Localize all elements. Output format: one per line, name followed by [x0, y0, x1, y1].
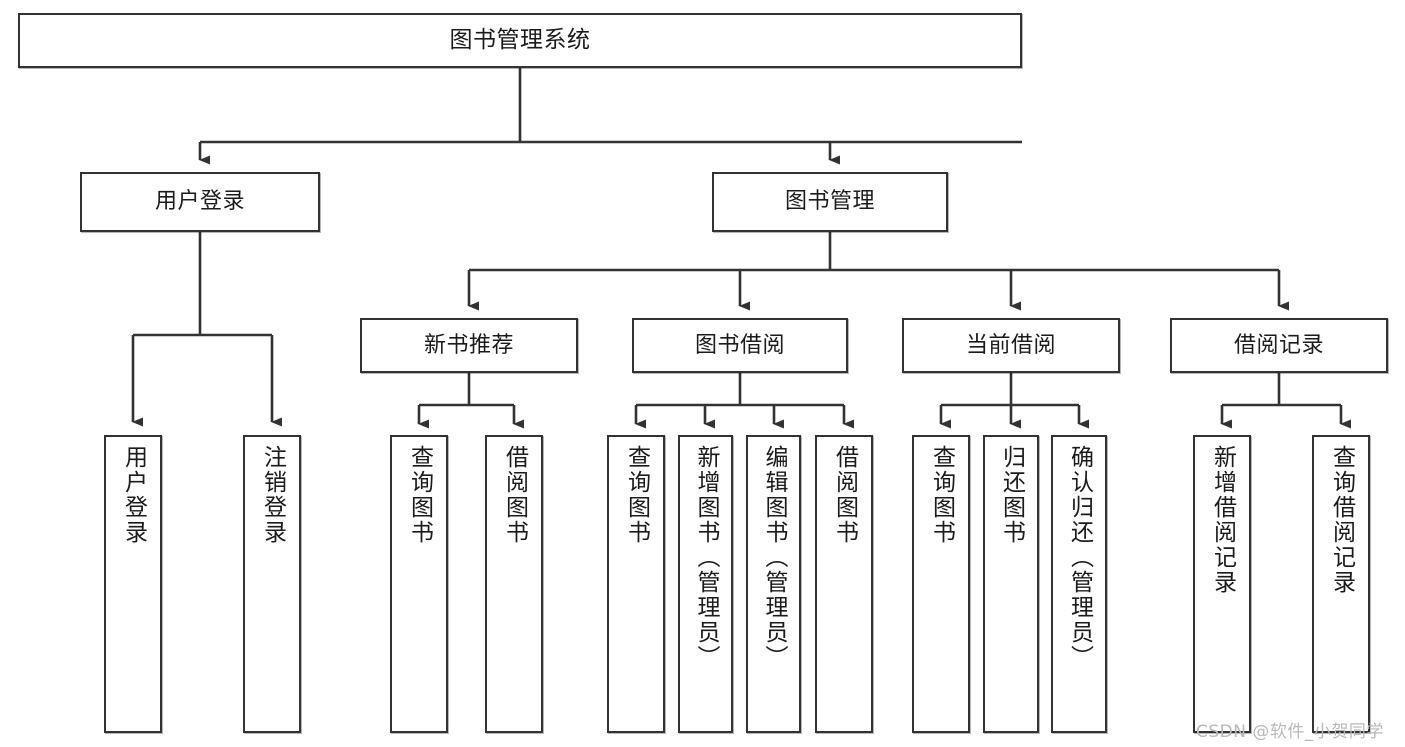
node-label: 借阅记录: [1233, 332, 1324, 358]
node-label: 图书借阅: [694, 332, 785, 358]
node-book-borrow[interactable]: 图书借阅: [632, 318, 848, 373]
watermark-text: CSDN @软件_小贺同学: [1196, 722, 1384, 742]
node-current-borrow[interactable]: 当前借阅: [902, 318, 1120, 373]
node-label: 归还图书: [998, 445, 1025, 545]
node-label: 借阅图书: [501, 445, 528, 545]
leaf-user-login-login[interactable]: 用户登录: [104, 435, 162, 733]
leaf-book-borrow-add[interactable]: 新增图书（管理员）: [678, 435, 733, 733]
leaf-borrow-record-query[interactable]: 查询借阅记录: [1312, 435, 1370, 733]
node-label: 图书管理系统: [449, 27, 591, 54]
node-label: 查询图书: [623, 445, 650, 545]
leaf-user-login-logout[interactable]: 注销登录: [243, 435, 301, 733]
node-label: 新增图书（管理员）: [693, 445, 719, 670]
node-label: 借阅图书: [831, 445, 858, 545]
leaf-current-borrow-query[interactable]: 查询图书: [912, 435, 970, 733]
node-root-system[interactable]: 图书管理系统: [18, 13, 1022, 68]
node-new-book-recommend[interactable]: 新书推荐: [360, 318, 578, 373]
leaf-borrow-record-add[interactable]: 新增借阅记录: [1193, 435, 1251, 733]
node-book-management[interactable]: 图书管理: [712, 172, 948, 232]
node-label: 图书管理: [784, 189, 875, 215]
node-user-login[interactable]: 用户登录: [80, 172, 320, 232]
leaf-current-borrow-confirm-return[interactable]: 确认归还（管理员）: [1051, 435, 1107, 733]
node-label: 确认归还（管理员）: [1066, 445, 1093, 670]
node-label: 当前借阅: [965, 332, 1056, 358]
node-label: 编辑图书（管理员）: [761, 445, 787, 670]
leaf-book-borrow-query[interactable]: 查询图书: [607, 435, 665, 733]
node-borrow-record[interactable]: 借阅记录: [1170, 318, 1388, 373]
leaf-new-book-query[interactable]: 查询图书: [390, 435, 448, 733]
node-label: 新书推荐: [423, 332, 514, 358]
node-label: 新增借阅记录: [1209, 445, 1236, 595]
leaf-current-borrow-return[interactable]: 归还图书: [983, 435, 1039, 733]
leaf-book-borrow-borrow[interactable]: 借阅图书: [815, 435, 873, 733]
leaf-book-borrow-edit[interactable]: 编辑图书（管理员）: [746, 435, 801, 733]
leaf-new-book-borrow[interactable]: 借阅图书: [485, 435, 543, 733]
node-label: 查询图书: [928, 445, 955, 545]
node-label: 查询图书: [406, 445, 433, 545]
node-label: 查询借阅记录: [1328, 445, 1355, 595]
node-label: 用户登录: [120, 445, 147, 545]
node-label: 注销登录: [259, 445, 286, 545]
node-label: 用户登录: [154, 189, 245, 215]
